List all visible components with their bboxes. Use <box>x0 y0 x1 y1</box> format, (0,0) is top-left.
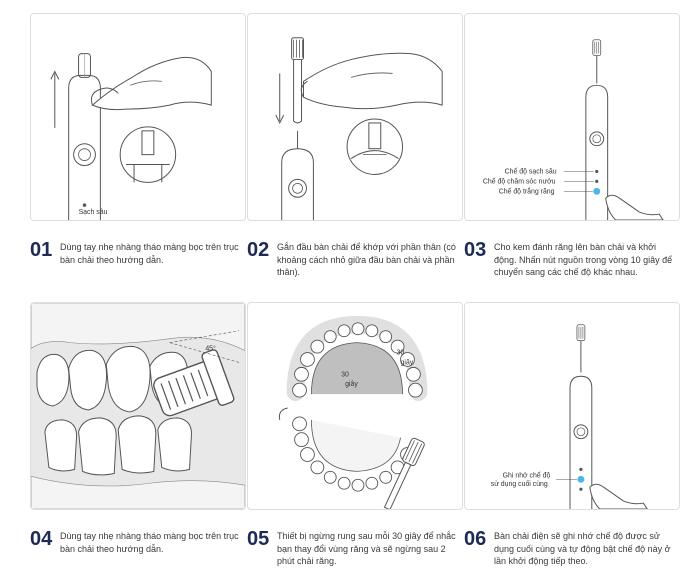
mode-select-illustration: Chế độ sạch sâu Chế độ chăm sóc nướu Chế… <box>483 39 664 220</box>
brush-head-icon <box>576 324 586 342</box>
power-button-icon <box>589 131 605 147</box>
illustration-panel-1: Sạch sâu <box>30 13 246 221</box>
brushing-angle-illustration: 45° <box>31 303 245 509</box>
hand-icon <box>91 56 212 111</box>
mode-label-1: Chế độ sạch sâu <box>505 166 557 175</box>
step-02: 02 Gắn đầu bàn chải để khớp với phần thâ… <box>247 240 472 279</box>
lower-arch-icon <box>292 416 415 492</box>
step-text: Dùng tay nhẹ nhàng tháo màng bọc trên tr… <box>60 242 239 265</box>
attach-head-illustration <box>275 37 443 220</box>
brush-head-icon <box>291 37 304 61</box>
memory-label-line1: Ghi nhớ chế độ <box>503 470 551 479</box>
step-text: Gắn đầu bàn chải để khớp với phần thân (… <box>277 242 456 277</box>
step-text: Dùng tay nhẹ nhàng tháo màng bọc trên tr… <box>60 531 239 554</box>
step-number: 05 <box>247 528 270 550</box>
mode-label: Sạch sâu <box>79 209 108 216</box>
lower-teeth-icon <box>44 415 192 476</box>
step-number: 01 <box>30 239 53 261</box>
step-06: 06 Bàn chải điện sẽ ghi nhớ chế độ được … <box>464 529 689 568</box>
illustration-panel-6: Ghi nhớ chế độ sử dụng cuối cùng <box>464 302 680 510</box>
toothbrush-icon <box>383 437 425 509</box>
step-04: 04 Dùng tay nhẹ nhàng tháo màng bọc trên… <box>30 529 255 555</box>
memory-mode-indicator <box>577 475 585 483</box>
illustration-panel-4: 45° <box>30 302 246 510</box>
inner-timer-number: 30 <box>341 371 349 378</box>
zoom-detail-icon <box>346 118 404 175</box>
timer-unit: giây <box>401 359 414 366</box>
illustration-panel-5: 30 giây 30 giây <box>247 302 463 510</box>
step-05: 05 Thiết bị ngừng rung sau mỗi 30 giây đ… <box>247 529 472 568</box>
step-text: Bàn chải điện sẽ ghi nhớ chế độ được sử … <box>494 531 671 566</box>
power-button-icon <box>573 424 589 440</box>
angle-label: 45° <box>205 345 216 353</box>
step-number: 06 <box>464 528 487 550</box>
step-01: 01 Dùng tay nhẹ nhàng tháo màng bọc trên… <box>30 240 255 266</box>
power-button-icon <box>288 178 307 198</box>
remove-cover-illustration: Sạch sâu <box>50 53 212 220</box>
mode-label-2: Chế độ chăm sóc nướu <box>483 176 556 185</box>
quadrant-timer-illustration: 30 giây 30 giây <box>278 315 428 509</box>
finger-icon <box>605 194 664 220</box>
timer-number: 30 <box>397 350 405 357</box>
illustration-panel-3: Chế độ sạch sâu Chế độ chăm sóc nướu Chế… <box>464 13 680 221</box>
active-mode-indicator <box>593 187 601 195</box>
step-number: 03 <box>464 239 487 261</box>
upper-arch-icon <box>292 322 423 398</box>
rotate-arrow-icon <box>278 407 288 420</box>
step-number: 02 <box>247 239 270 261</box>
finger-icon <box>589 483 648 509</box>
step-text: Cho kem đánh răng lên bàn chải và khởi đ… <box>494 242 673 277</box>
illustration-panel-2 <box>247 13 463 221</box>
hand-icon <box>303 52 443 110</box>
step-number: 04 <box>30 528 53 550</box>
memory-label-line2: sử dụng cuối cùng <box>491 479 548 488</box>
memory-mode-illustration: Ghi nhớ chế độ sử dụng cuối cùng <box>491 324 648 509</box>
brush-head-icon <box>153 349 235 417</box>
mode-label-3: Chế độ trắng răng <box>499 186 555 195</box>
step-text: Thiết bị ngừng rung sau mỗi 30 giây để n… <box>277 531 456 566</box>
power-button-icon <box>73 143 96 167</box>
inner-timer-unit: giây <box>345 381 358 388</box>
step-03: 03 Cho kem đánh răng lên bàn chải và khở… <box>464 240 689 279</box>
